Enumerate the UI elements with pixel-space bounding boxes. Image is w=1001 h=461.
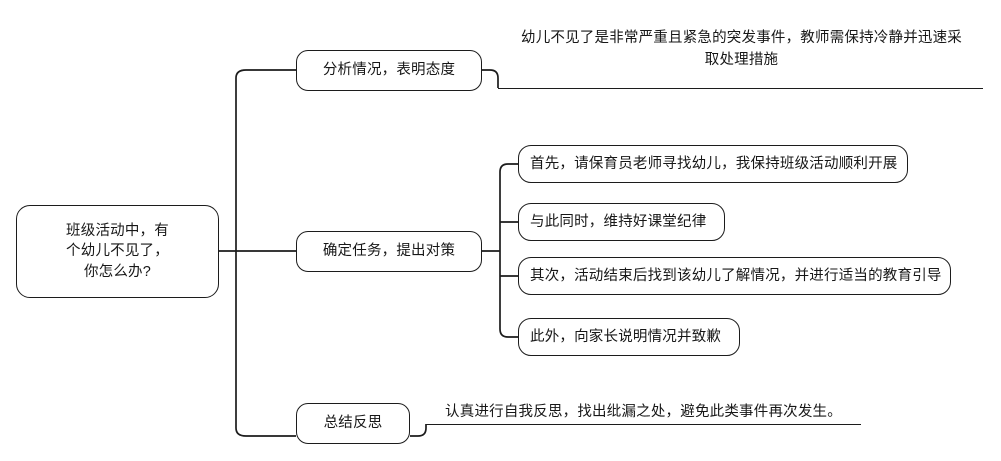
root-label-line-2: 个幼儿不见了， (66, 243, 169, 260)
root-label-line-1: 班级活动中，有 (66, 222, 169, 239)
root-node-label: 班级活动中，有 个幼儿不见了， 你怎么办? (66, 221, 169, 283)
branch-1-detail-underline (498, 88, 983, 89)
branch-1-detail-line-2: 取处理措施 (704, 52, 779, 69)
branch-node-3[interactable]: 总结反思 (296, 403, 410, 444)
root-label-line-3: 你怎么办? (83, 263, 152, 280)
leaf-node-2-4[interactable]: 此外，向家长说明情况并致歉 (518, 318, 740, 356)
connector-branch-1 (235, 69, 296, 82)
branch-node-1[interactable]: 分析情况，表明态度 (296, 50, 482, 91)
branch-3-detail-text: 认真进行自我反思，找出纰漏之处，避免此类事件再次发生。 (426, 401, 861, 423)
root-node[interactable]: 班级活动中，有 个幼儿不见了， 你怎么办? (16, 205, 219, 298)
leaf-node-2-1[interactable]: 首先，请保育员老师寻找幼儿，我保持班级活动顺利开展 (518, 145, 908, 183)
branch-3-detail-underline (426, 424, 861, 425)
leaf-node-2-2[interactable]: 与此同时，维持好课堂纪律 (518, 203, 725, 241)
leaf-node-2-3[interactable]: 其次，活动结束后找到该幼儿了解情况，并进行适当的教育引导 (518, 257, 951, 295)
branch-3-detail-line-1: 认真进行自我反思，找出纰漏之处，避免此类事件再次发生。 (445, 404, 842, 420)
branch-node-2[interactable]: 确定任务，提出对策 (296, 231, 482, 272)
connector-leaf-2-1 (499, 163, 518, 176)
connector-branch-3 (235, 424, 296, 437)
connector-leaf-2-4 (499, 325, 518, 338)
branch-1-detail-line-1: 幼儿不见了是非常严重且紧急的突发事件，教师需保持冷静并迅速采 (521, 30, 962, 46)
connector-branch-1-lead (482, 69, 499, 88)
branch-1-detail-text: 幼儿不见了是非常严重且紧急的突发事件，教师需保持冷静并迅速采 取处理措施 (500, 27, 983, 71)
connector-branch-3-lead (410, 424, 427, 437)
